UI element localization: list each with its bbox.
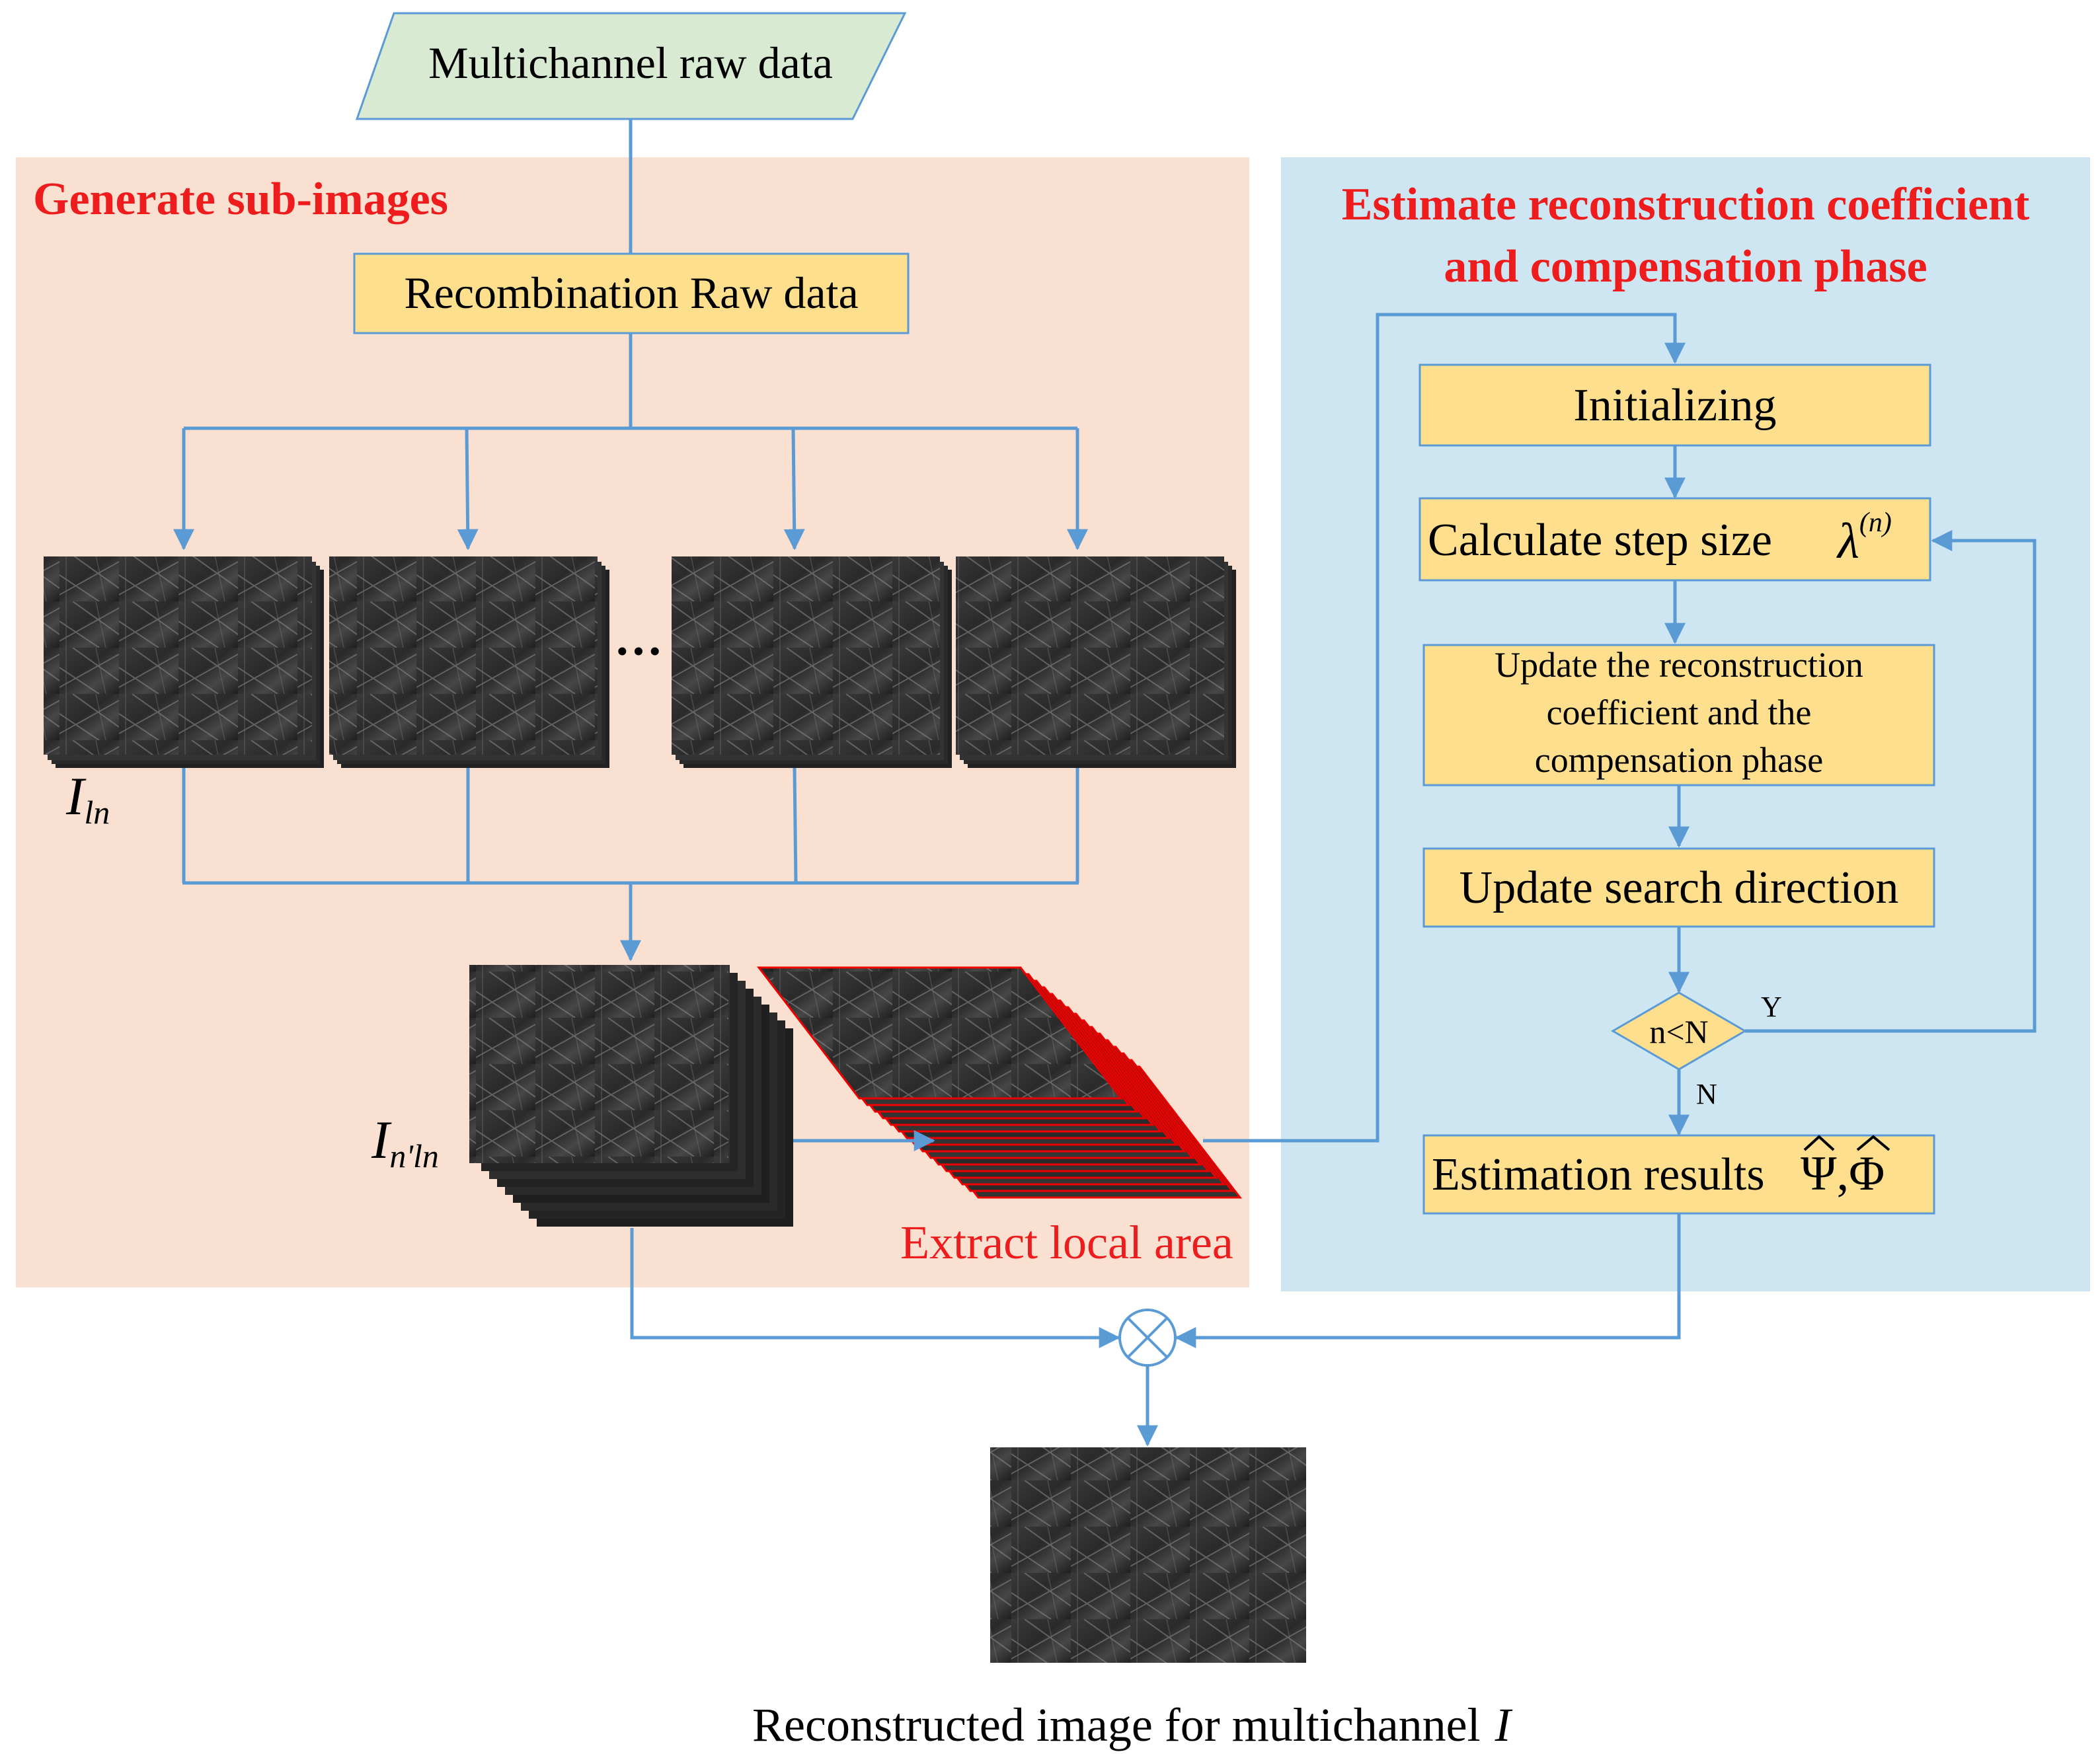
image-stack xyxy=(469,965,793,1227)
stack-label: In'ln xyxy=(371,1110,439,1174)
results-box xyxy=(1422,1134,1935,1215)
recombination-label: Recombination Raw data xyxy=(404,268,858,318)
decision-no-label: N xyxy=(1696,1078,1717,1110)
left-section-title: Generate sub-images xyxy=(33,174,448,225)
sub-image-stack-2 xyxy=(329,556,609,768)
results-symbols: Ψ,Φ xyxy=(1801,1147,1885,1201)
input-data-shape xyxy=(355,12,907,120)
initializing-box xyxy=(1419,363,1931,447)
update-coef-label-1: Update the reconstruction xyxy=(1495,645,1863,685)
update-dir-label: Update search direction xyxy=(1459,862,1899,913)
calc-step-symbol: λ(n) xyxy=(1836,508,1892,569)
sub-image-stack-1 xyxy=(44,556,324,768)
distribution-connectors xyxy=(173,333,1088,551)
initializing-label: Initializing xyxy=(1573,380,1776,431)
decision-yes-label: Y xyxy=(1761,991,1782,1023)
update-coef-label-2: coefficient and the xyxy=(1547,693,1812,732)
results-label: Estimation results xyxy=(1432,1149,1765,1200)
sub-images-ellipsis: ··· xyxy=(614,625,663,679)
right-section-title-line2: and compensation phase xyxy=(1444,241,1927,292)
local-area-stack xyxy=(756,966,1243,1199)
results-hat-psi xyxy=(1803,1135,1835,1151)
multiply-node xyxy=(1118,1309,1177,1367)
arrow-local-area-to-initializing xyxy=(1203,313,1686,1143)
results-hat-phi xyxy=(1856,1135,1890,1151)
right-section-title-line1: Estimate reconstruction coefficient xyxy=(1341,179,2030,230)
calc-step-label: Calculate step size xyxy=(1428,515,1772,566)
update-coef-box xyxy=(1422,644,1935,786)
arrow-results-to-combiner xyxy=(1175,1213,1681,1348)
input-data-label: Multichannel raw data xyxy=(428,38,833,88)
sub-image-stack-3 xyxy=(672,556,952,768)
sub-image-stack-4 xyxy=(956,556,1236,768)
update-coef-label-3: compensation phase xyxy=(1535,740,1823,780)
merge-connectors xyxy=(182,767,1079,962)
reconstructed-image xyxy=(990,1447,1306,1663)
decision-label: n<N xyxy=(1649,1013,1708,1050)
sub-images-label: Iln xyxy=(65,766,110,831)
arrow-decision-yes-loop xyxy=(1745,530,2037,1033)
local-area-label: Extract local area xyxy=(900,1216,1233,1269)
calc-step-box xyxy=(1419,497,1931,582)
arrow-stack-to-combiner xyxy=(630,1228,1120,1348)
